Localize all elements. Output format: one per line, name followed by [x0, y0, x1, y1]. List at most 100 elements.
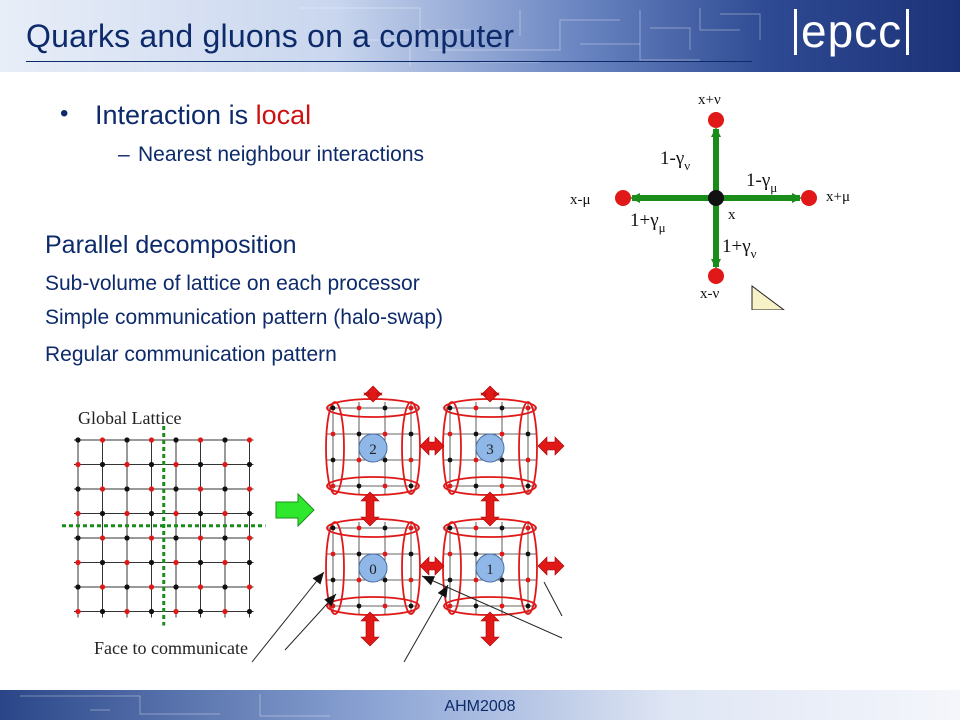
face-pointer-line — [421, 575, 563, 639]
global-lattice-label: Global Lattice — [78, 408, 181, 428]
processor-id: 3 — [486, 442, 494, 458]
lattice-site — [222, 559, 228, 566]
face-pointer-head — [437, 585, 448, 598]
processor-block: 1 — [442, 518, 538, 616]
lattice-site — [99, 559, 106, 566]
footer-text: AHM2008 — [444, 698, 516, 715]
label-top: x+ν — [698, 92, 721, 108]
lattice-site — [173, 608, 179, 615]
processor-block: 3 — [442, 398, 538, 496]
processor-node — [358, 433, 388, 463]
epcc-logo: epcc — [790, 4, 913, 58]
lattice-site — [246, 461, 253, 468]
bullet-dot-icon: • — [60, 100, 69, 127]
processor-node — [475, 433, 505, 463]
lattice-site — [75, 584, 81, 590]
lattice-site — [124, 461, 130, 468]
node-left — [615, 190, 631, 206]
lattice-site — [222, 535, 228, 541]
sub-bullet-text: Nearest neighbour interactions — [138, 143, 425, 166]
label-down-sub: ν — [751, 246, 757, 261]
lattice-site — [173, 486, 179, 492]
halo-swap-arrow — [480, 611, 500, 647]
svg-text:1+γν: 1+γν — [722, 236, 757, 261]
header-banner — [0, 0, 960, 72]
processor-block: 0 — [325, 518, 421, 616]
lattice-site — [222, 486, 228, 492]
face-pointer-line — [284, 593, 337, 651]
lattice-site — [173, 461, 179, 468]
halo-swap-arrow — [360, 491, 380, 527]
decomposition-line-2: Simple communication pattern (halo-swap) — [45, 306, 444, 329]
bullet-text: Interaction is — [95, 100, 256, 130]
lattice-site — [246, 608, 253, 615]
lattice-site — [124, 510, 130, 517]
lattice-site — [197, 461, 204, 468]
label-bottom: x-ν — [700, 286, 719, 302]
lattice-site — [99, 437, 106, 443]
decomposition-line-3: Regular communication pattern — [45, 343, 337, 366]
lattice-site — [75, 510, 81, 517]
processor-id: 0 — [369, 562, 377, 578]
lattice-site — [99, 584, 106, 590]
halo-swap-arrow — [363, 385, 383, 403]
lattice-site — [197, 486, 204, 492]
lattice-site — [75, 461, 81, 468]
lattice-site — [246, 486, 253, 492]
label-right-factor: 1-γ — [746, 170, 770, 191]
lattice-site — [173, 584, 179, 590]
lattice-site — [222, 608, 228, 615]
node-right — [801, 190, 817, 206]
processor-node — [358, 553, 388, 583]
lattice-site — [148, 535, 155, 541]
face-pointer-head — [422, 576, 435, 586]
lattice-site — [148, 608, 155, 615]
lattice-site — [148, 584, 155, 590]
halo-swap-arrow — [480, 491, 500, 527]
lattice-site — [124, 486, 130, 492]
halo-swap-arrow — [480, 385, 500, 403]
halo-swap-arrow — [360, 611, 380, 647]
processor-id: 1 — [486, 562, 494, 578]
label-left: x-μ — [570, 192, 591, 208]
lattice-site — [124, 584, 130, 590]
lattice-site — [75, 437, 81, 443]
lattice-site — [222, 584, 228, 590]
lattice-site — [173, 559, 179, 566]
lattice-site — [148, 486, 155, 492]
lattice-site — [148, 437, 155, 443]
lattice-site — [197, 437, 204, 443]
face-pointer-head — [324, 594, 336, 607]
halo-swap-arrow — [419, 556, 445, 576]
halo-swap-arrow — [419, 436, 445, 456]
face-pointer-line — [251, 571, 325, 663]
lattice-site — [99, 510, 106, 517]
node-center — [708, 190, 724, 206]
label-right-sub: μ — [770, 180, 777, 195]
face-pointer-line — [403, 584, 449, 663]
lattice-site — [197, 584, 204, 590]
face-label: Face to communicate — [94, 638, 248, 658]
label-left-factor: 1+γ — [630, 210, 659, 231]
face-pointer-head — [312, 572, 324, 585]
lattice-site — [173, 510, 179, 517]
label-down-factor: 1+γ — [722, 236, 751, 257]
lattice-site — [99, 461, 106, 468]
svg-text:1-γν: 1-γν — [660, 148, 690, 173]
label-left-sub: μ — [659, 220, 666, 235]
footer-banner — [0, 690, 960, 720]
lattice-site — [246, 559, 253, 566]
lattice-site — [246, 437, 253, 443]
title-underline — [26, 61, 752, 62]
lattice-site — [246, 535, 253, 541]
lattice-site — [197, 559, 204, 566]
lattice-site — [197, 510, 204, 517]
lattice-site — [75, 608, 81, 615]
bullet-highlight: local — [255, 100, 312, 130]
lattice-site — [99, 608, 106, 615]
halo-swap-arrow — [537, 556, 565, 576]
lattice-site — [75, 486, 81, 492]
svg-text:1+γμ: 1+γμ — [630, 210, 666, 235]
lattice-site — [75, 559, 81, 566]
